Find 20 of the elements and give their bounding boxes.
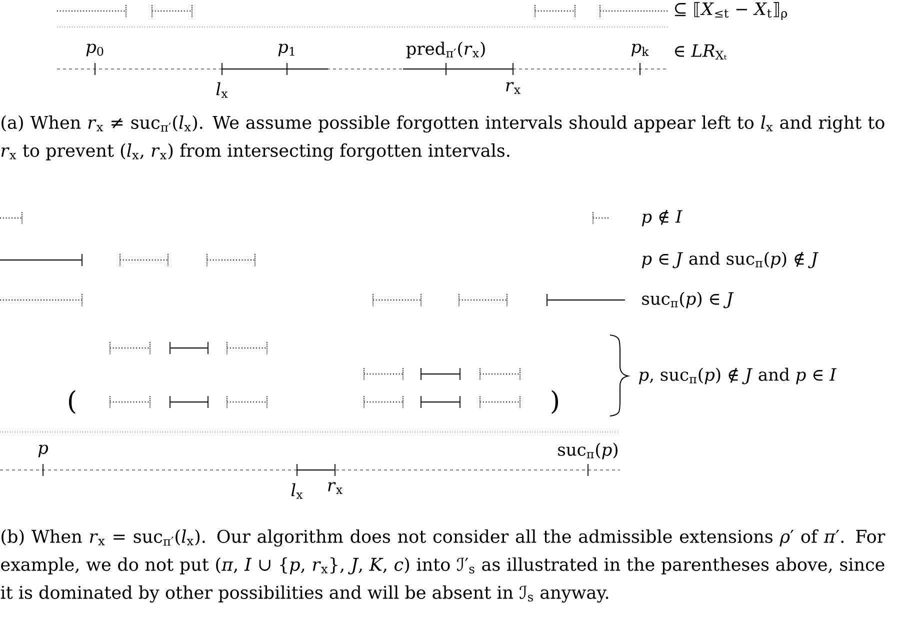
math-label: ⊆ ⟦X$_{≤t}$ − X$_{t}$⟧$_{ρ}$ bbox=[675, 2, 787, 20]
math-label: ∈ LR$_{Xₜ}$ bbox=[675, 44, 727, 60]
parenthesis: ) bbox=[552, 390, 558, 414]
point-label: p$_{1}$ bbox=[278, 44, 294, 56]
point-label: r$_{x}$ bbox=[506, 82, 520, 94]
condition-label: p, suc$_{π}$(p) ∉ J and p ∈ I bbox=[638, 368, 837, 384]
caption: (a) When r$_{x}$ ≠ suc$_{π′}$(l$_{x}$). We assume possible forgotten intervals should appear left to l$_{x}$ and right to r$_{x}$ to prevent (l$_{x}$, r$_{x}$) from intersecting forgotten intervals. bbox=[1, 115, 884, 161]
condition-label: p ∈ J and suc$_{π}$(p) ∉ J bbox=[642, 252, 818, 268]
point-label: r$_{x}$ bbox=[328, 482, 342, 494]
point-label: p bbox=[38, 444, 48, 458]
point-label: p$_{0}$ bbox=[86, 44, 104, 56]
point-label: p$_{k}$ bbox=[631, 44, 649, 56]
caption: (b) When r$_{x}$ = suc$_{π′}$(l$_{x}$). Our algorithm does not consider all the admissible extensions ρ′ of π′. For example, we do not put (π, I ∪ {p, r$_{x}$}, J, K, c) into ℐ′$_{s}$ as illustrated in the parentheses above, since it is dominated by other possibilities and will be absent in ℐ$_{s}$ anyway. bbox=[0, 529, 886, 603]
point-label: pred$_{π′}$(r$_{x}$) bbox=[406, 42, 485, 58]
point-label: l$_{x}$ bbox=[216, 82, 228, 98]
point-label: suc$_{π}$(p) bbox=[558, 442, 618, 460]
condition-label: suc$_{π}$(p) ∈ J bbox=[642, 292, 734, 308]
parenthesis: ( bbox=[69, 390, 76, 414]
condition-label: p ∉ I bbox=[642, 210, 682, 226]
point-label: l$_{x}$ bbox=[291, 483, 303, 499]
